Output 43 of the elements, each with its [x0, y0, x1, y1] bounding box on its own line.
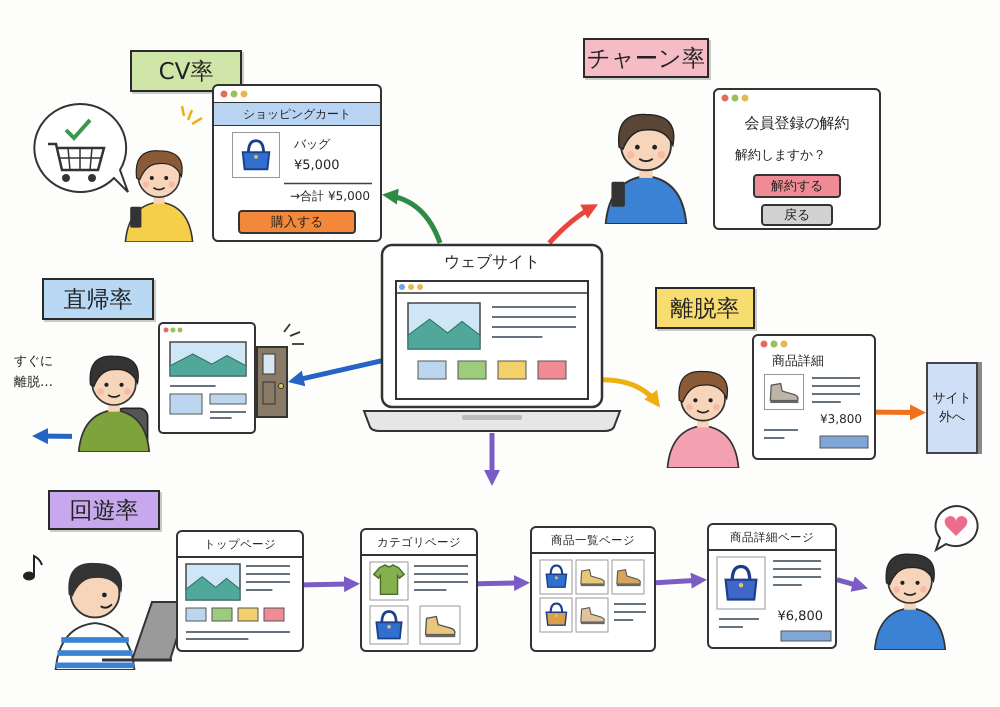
browser-window [752, 334, 876, 460]
page-title: 商品詳細 [772, 353, 824, 370]
arrow [876, 404, 926, 420]
product-price: ¥3,800 [820, 412, 862, 426]
cancel-button: 解約する [753, 174, 841, 198]
page-title-bar: 商品詳細ページ [709, 525, 835, 551]
dialog-title: 会員登録の解約 [744, 114, 850, 133]
arrow [288, 358, 382, 386]
arrow [547, 204, 598, 245]
page-window [707, 523, 837, 649]
arrow [478, 575, 530, 592]
purchase-button: 購入する [238, 210, 356, 234]
cart-window [212, 84, 382, 242]
dialog-window [713, 88, 881, 230]
product-price: ¥6,800 [778, 609, 823, 624]
dialog-question: 解約しますか？ [735, 147, 826, 164]
label-tag: 回遊率 [48, 490, 160, 530]
label-tag: 離脱率 [655, 287, 755, 329]
arrow [382, 189, 442, 244]
arrow [836, 576, 868, 592]
site-title: ウェブサイト [443, 252, 541, 273]
page-title-bar: 商品一覧ページ [532, 528, 654, 554]
label-tag: チャーン率 [583, 38, 709, 78]
total-price: →合計 ¥5,000 [290, 188, 370, 205]
product-price: ¥5,000 [294, 158, 340, 173]
page-window [176, 530, 304, 652]
door-drawing [256, 346, 288, 418]
window-title-bar: ショッピングカート [214, 102, 380, 126]
arrow [32, 428, 72, 444]
page-title-bar: カテゴリページ [362, 530, 476, 556]
product-name: バッグ [294, 136, 330, 153]
caption-text: すぐに離脱… [14, 353, 54, 392]
back-button: 戻る [761, 204, 833, 226]
page-title-bar: トップページ [178, 532, 302, 558]
page-window [360, 528, 478, 652]
arrow [484, 433, 500, 486]
door-label: サイト外へ [932, 390, 972, 427]
arrow [304, 576, 360, 592]
arrow [656, 572, 707, 589]
page-window [530, 526, 656, 652]
arrow [602, 377, 660, 408]
label-tag: CV率 [130, 50, 242, 92]
label-tag: 直帰率 [42, 278, 154, 320]
